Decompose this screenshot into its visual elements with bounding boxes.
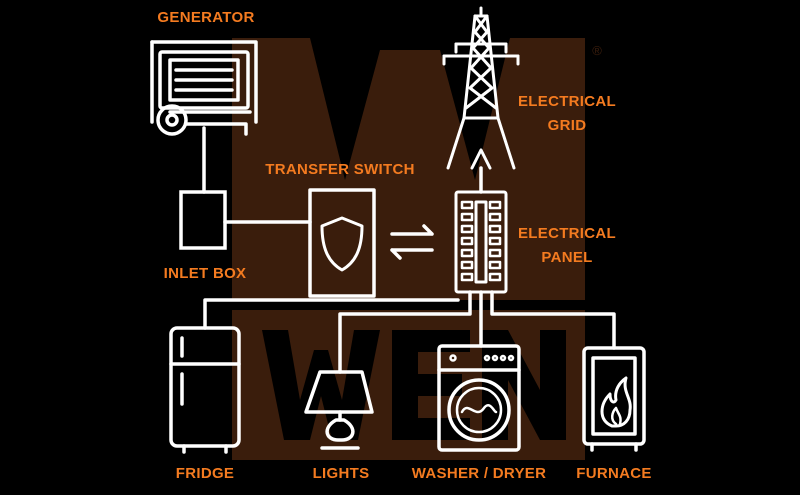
lamp-icon [304, 370, 374, 450]
label-electrical-panel: ELECTRICAL PANEL [512, 222, 622, 270]
wire-panel-furnace [490, 290, 616, 350]
label-electrical-panel-line1: ELECTRICAL [518, 225, 616, 242]
bidirectional-arrows-icon [390, 224, 434, 260]
generator-icon [150, 40, 258, 136]
registered-mark: ® [592, 43, 602, 58]
label-electrical-panel-line2: PANEL [541, 249, 593, 266]
label-generator: GENERATOR [157, 9, 255, 26]
label-furnace: FURNACE [576, 465, 652, 482]
shield-icon [320, 216, 364, 272]
label-electrical-grid-line2: GRID [547, 117, 587, 134]
label-transfer-switch: TRANSFER SWITCH [265, 161, 415, 178]
wire-panel-lights [338, 290, 472, 374]
flame-icon [600, 376, 632, 428]
label-lights: LIGHTS [312, 465, 370, 482]
inlet-box-icon [179, 190, 227, 250]
washing-machine-icon [437, 344, 521, 452]
breaker-panel-icon [454, 190, 508, 294]
furnace-icon [582, 346, 646, 452]
wire-panel-fridge [203, 298, 460, 330]
label-inlet-box: INLET BOX [163, 265, 247, 282]
label-electrical-grid-line1: ELECTRICAL [518, 93, 616, 110]
label-washer-dryer: WASHER / DRYER [411, 465, 547, 482]
transmission-tower-icon [442, 6, 520, 170]
transfer-switch-icon [308, 188, 376, 298]
label-fridge: FRIDGE [175, 465, 235, 482]
connection-wires [202, 126, 616, 374]
label-electrical-grid: ELECTRICAL GRID [512, 90, 622, 138]
fridge-icon [169, 326, 241, 454]
